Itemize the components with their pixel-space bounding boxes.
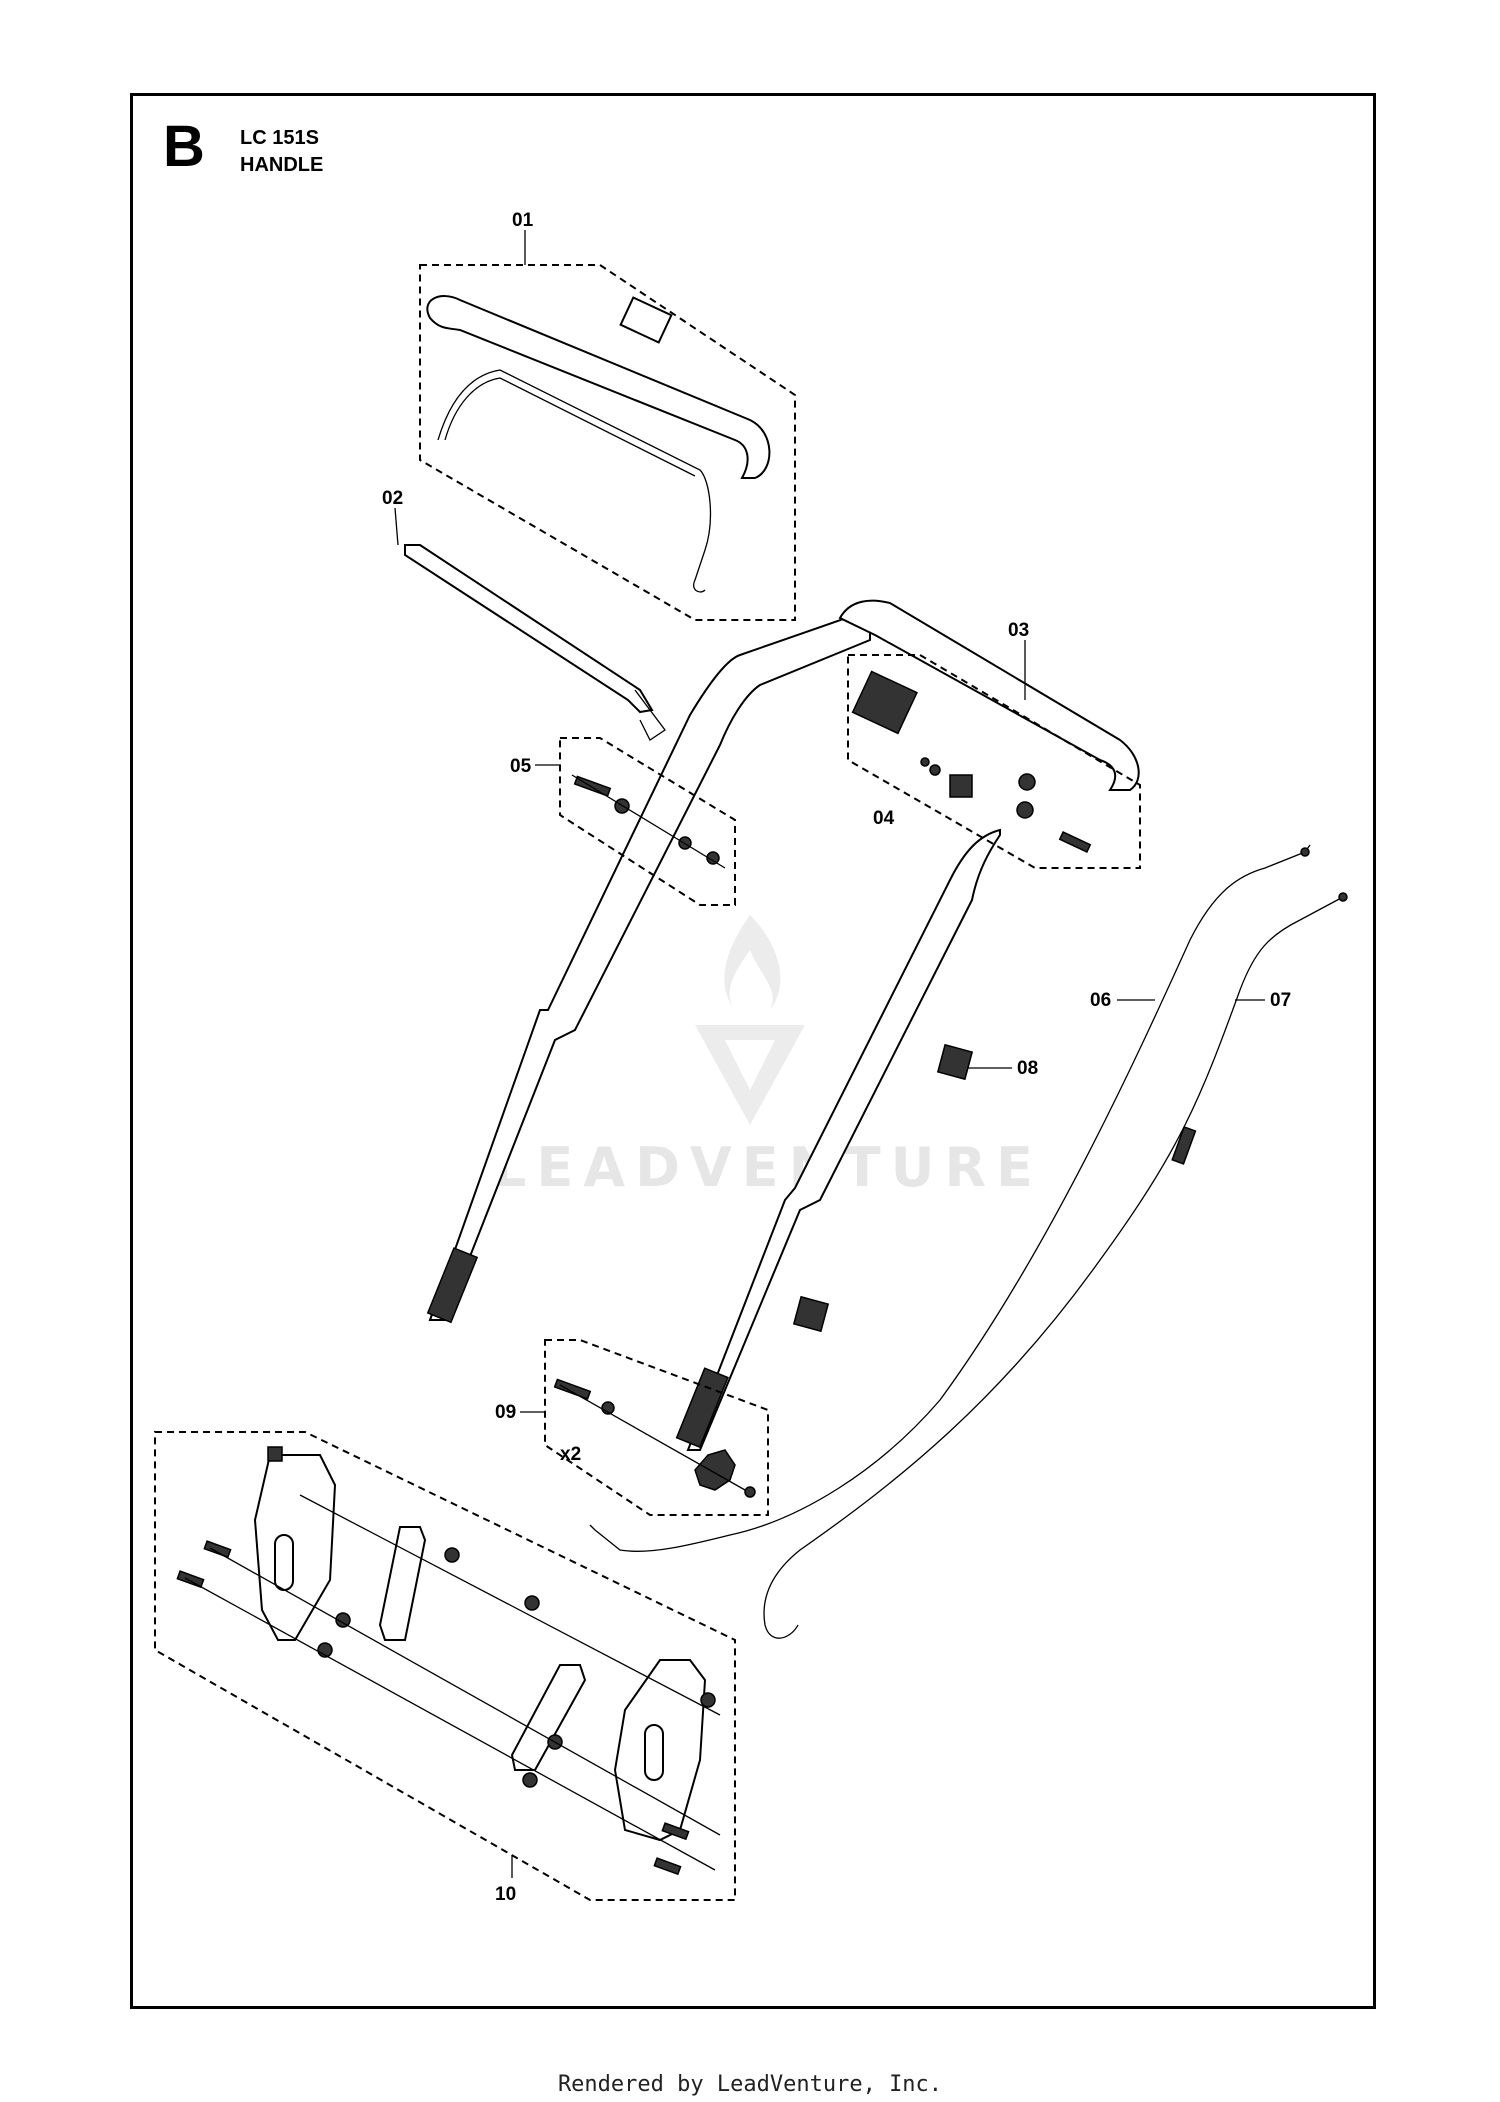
part-10-bolt-4 — [661, 1822, 690, 1841]
part-10-plate-left-slot — [274, 1534, 294, 1591]
part-04-nut-2 — [1016, 801, 1034, 819]
part-02-rod — [404, 544, 654, 714]
part-09-bolt — [553, 1378, 592, 1400]
part-09-knob — [694, 1449, 736, 1491]
callout-10: 10 — [495, 1884, 516, 1905]
callout-04: 04 — [873, 808, 895, 829]
part-03-handle-right — [686, 828, 1001, 1451]
part-10-bolt-1 — [267, 1446, 283, 1462]
section-letter: B — [163, 114, 205, 179]
part-04-nut-4 — [920, 757, 930, 767]
callout-07: 07 — [1270, 990, 1291, 1011]
part-10-axis-line-2 — [184, 1577, 716, 1871]
callout-06: 06 — [1090, 990, 1111, 1011]
part-03-lower-bracket-right — [675, 1367, 729, 1449]
group-01-outline — [419, 264, 796, 621]
part-10-axis-line-3 — [299, 1494, 721, 1716]
group-09-outline — [544, 1339, 769, 1516]
part-06-cable — [594, 851, 1306, 1552]
part-10-nut-1 — [444, 1547, 460, 1563]
part-10-bolt-3 — [176, 1570, 205, 1589]
part-10-link-2 — [510, 1664, 587, 1771]
part-04-nut-3 — [929, 764, 941, 776]
footer-credit: Rendered by LeadVenture, Inc. — [557, 2072, 943, 2097]
diagram-frame — [130, 93, 1376, 2009]
assembly-title: HANDLE — [240, 154, 324, 176]
part-07-cable — [763, 896, 1344, 1639]
part-10-nut-6 — [522, 1772, 538, 1788]
part-10-plate-right-slot — [644, 1724, 664, 1781]
watermark-text: LEADVENTURE — [492, 1136, 1043, 1199]
part-10-nut-7 — [700, 1692, 716, 1708]
group-04-outline — [847, 654, 1141, 869]
group-05-outline — [559, 737, 736, 906]
callout-08: 08 — [1017, 1058, 1038, 1079]
part-01-switch — [619, 296, 673, 344]
part-02-hook — [634, 689, 666, 741]
part-09-axis-line — [559, 1384, 746, 1491]
model-title: LC 151S — [240, 127, 319, 149]
part-10-bolt-2 — [203, 1540, 232, 1559]
part-01-bail-inner — [444, 377, 696, 477]
part-04-clip — [949, 774, 973, 798]
part-01-grip — [426, 295, 771, 479]
part-07-adjuster — [1171, 1126, 1197, 1165]
part-08-clip — [936, 1043, 974, 1081]
leader-02 — [394, 507, 399, 546]
part-03-handle-left — [428, 611, 871, 1321]
callout-02: 02 — [382, 488, 403, 509]
watermark-v-icon — [695, 1025, 805, 1125]
part-10-link-1 — [378, 1526, 427, 1641]
part-10-nut-3 — [335, 1612, 351, 1628]
part-10-bolt-5 — [653, 1857, 682, 1876]
watermark-flame-icon — [724, 915, 781, 1010]
part-10-plate-left — [253, 1454, 337, 1641]
part-05-axis-line — [571, 774, 726, 869]
callout-01: 01 — [512, 210, 534, 231]
part-04-bolt — [1058, 831, 1092, 853]
callout-03: 03 — [1008, 620, 1029, 641]
part-06-end-fitting — [1300, 847, 1310, 857]
part-03-lower-bracket-left — [426, 1247, 479, 1324]
part-01-bail — [437, 369, 712, 593]
part-04-nut-1 — [1018, 773, 1036, 791]
watermark: LEADVENTURE — [492, 915, 1043, 1199]
part-09-nut — [744, 1486, 756, 1498]
part-10-nut-2 — [524, 1595, 540, 1611]
group-10-outline — [154, 1431, 736, 1901]
part-07-end-fitting — [1338, 892, 1348, 902]
callout-09: 09 — [495, 1402, 516, 1423]
quantity-note: x2 — [560, 1444, 581, 1465]
part-04-switch-housing — [851, 670, 918, 735]
part-08-clip-2 — [792, 1295, 830, 1333]
callout-05: 05 — [510, 756, 532, 777]
part-05-nut — [706, 851, 720, 865]
part-10-axis-line-1 — [209, 1547, 721, 1836]
